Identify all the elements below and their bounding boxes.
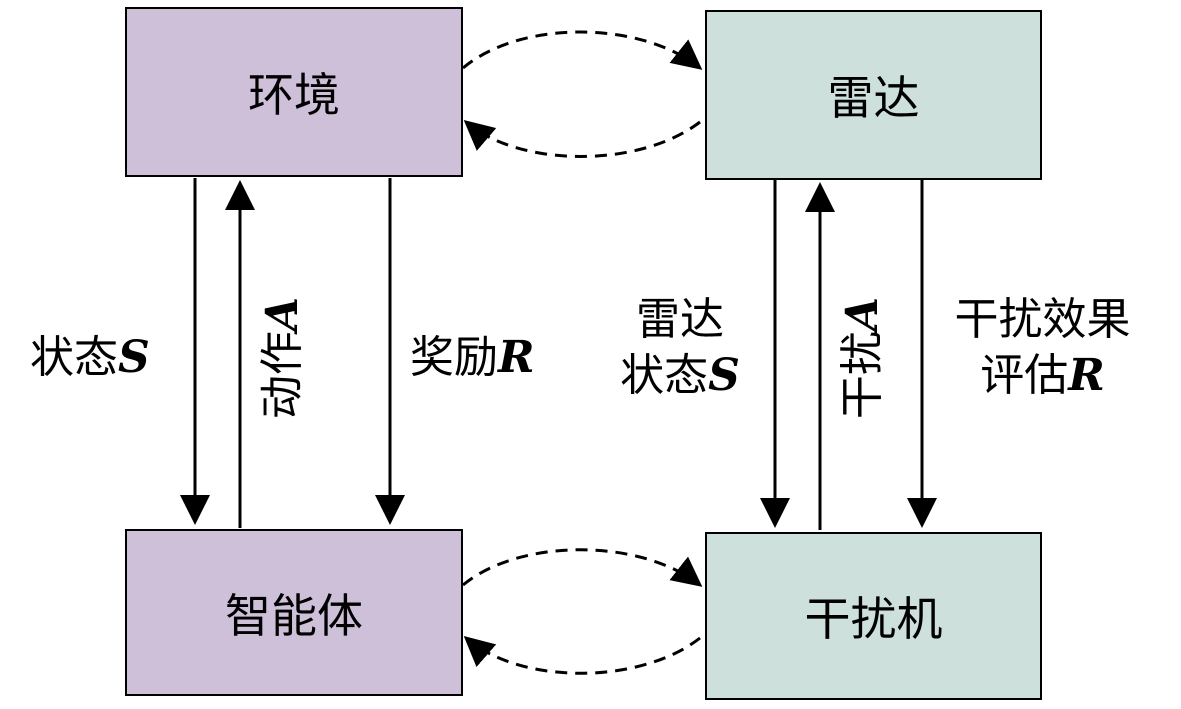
action-label: 动作A (257, 296, 308, 420)
radar-label: 雷达 (827, 71, 920, 125)
dashed-arrow-jammer-to-agent (463, 636, 701, 675)
environment-box: 环境 (125, 7, 463, 177)
jam-action-label: 干扰A (837, 296, 888, 420)
jammer-label: 干扰机 (804, 592, 943, 646)
reward-label: 奖励R (410, 332, 535, 383)
environment-label: 环境 (248, 68, 340, 122)
state-label: 状态S (30, 332, 150, 383)
radar-box: 雷达 (705, 10, 1042, 180)
reward-symbol: R (498, 332, 535, 383)
radar-state-label: 雷达 状态S (620, 294, 740, 401)
jammer-box: 干扰机 (705, 532, 1042, 700)
dashed-arrow-env-to-radar (462, 30, 703, 70)
state-symbol: S (118, 332, 150, 383)
jam-action-symbol: A (837, 296, 888, 332)
agent-box: 智能体 (125, 529, 463, 696)
dashed-arrow-radar-to-env (463, 120, 701, 158)
dashed-arrow-agent-to-jammer (462, 548, 703, 587)
jam-eval-label: 干扰效果 评估R (954, 294, 1131, 401)
radar-state-symbol: S (708, 350, 740, 401)
action-symbol: A (257, 296, 308, 332)
agent-label: 智能体 (225, 588, 363, 643)
jam-eval-symbol: R (1068, 350, 1105, 401)
